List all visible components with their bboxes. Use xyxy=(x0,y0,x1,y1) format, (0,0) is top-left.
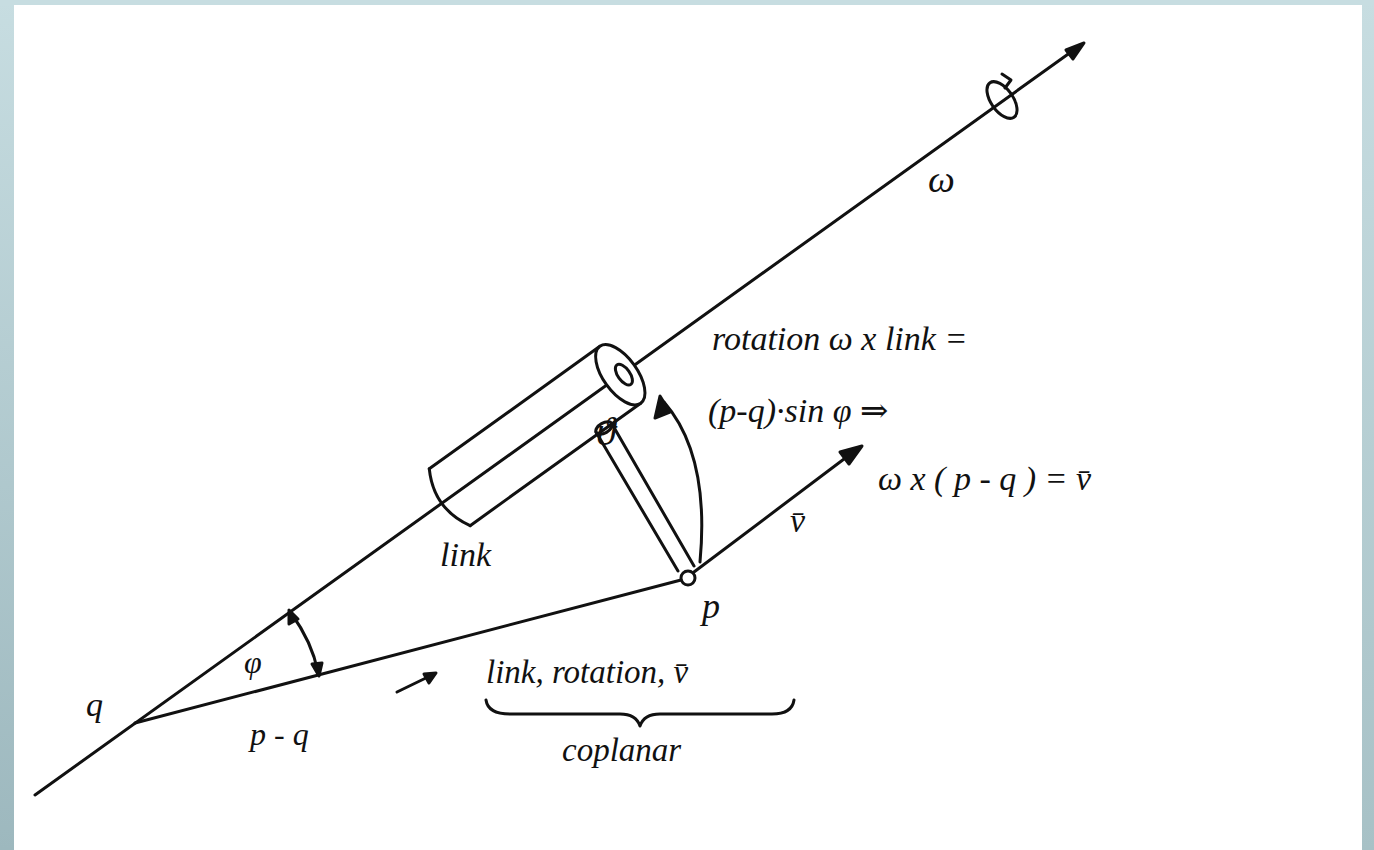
angle-arc xyxy=(664,402,702,562)
axis-label: ω xyxy=(928,160,955,198)
frame-edge xyxy=(1362,0,1374,850)
note-text: coplanar xyxy=(562,734,681,767)
rotation-symbol-arrow xyxy=(1002,74,1011,88)
angle-label: ϑ xyxy=(596,412,616,452)
point-p xyxy=(681,571,695,585)
point-label: p xyxy=(702,588,720,624)
underbrace xyxy=(486,700,794,726)
angle-arrowhead xyxy=(655,396,670,418)
vector-line xyxy=(135,580,681,723)
equation-text: ω x ( p - q ) = v̄ xyxy=(878,462,1091,496)
frame-edge xyxy=(0,0,14,850)
angle-label: φ xyxy=(244,646,262,678)
revolute-joint xyxy=(421,336,654,531)
point-label: q xyxy=(86,688,103,722)
note-text: link, rotation, v̄ xyxy=(486,656,688,689)
velocity-arrowhead xyxy=(840,446,862,464)
rotation-axis xyxy=(35,47,1078,795)
frame-edge xyxy=(0,0,1374,5)
equation-text: (p-q)·sin φ ⇒ xyxy=(708,394,888,428)
axis-arrowhead xyxy=(1066,43,1084,59)
velocity-arrow xyxy=(694,453,852,572)
vector-label: p - q xyxy=(250,718,309,750)
equation-text: rotation ω x link = xyxy=(712,322,967,356)
vector-label: v̄ xyxy=(790,504,805,538)
rotation-symbol xyxy=(981,76,1023,123)
part-label: link xyxy=(440,538,491,572)
